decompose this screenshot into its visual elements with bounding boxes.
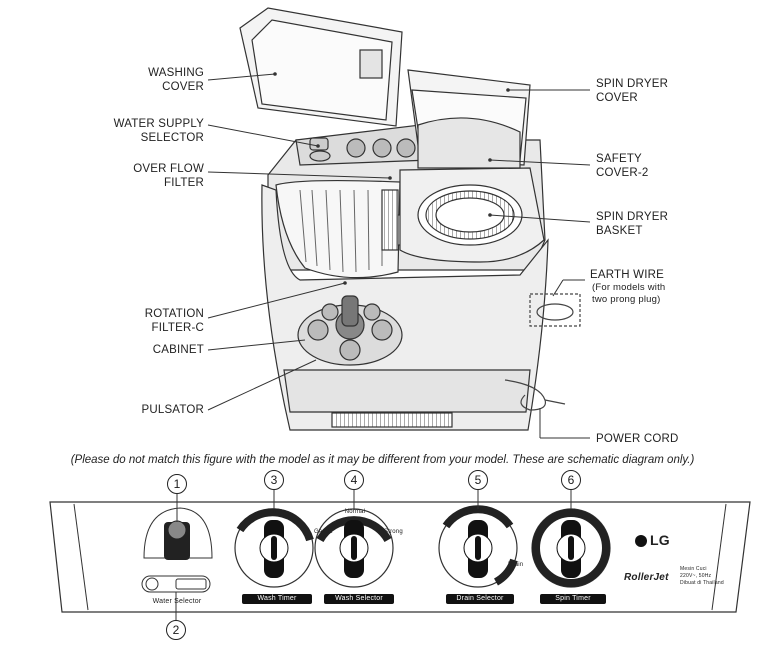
wash-timer-dial[interactable] — [234, 508, 314, 588]
callout-4: 4 — [344, 470, 364, 490]
pulsator-label: PULSATOR — [141, 404, 204, 416]
earth-wire-label: EARTH WIRE — [590, 269, 664, 281]
power-cord-label: POWER CORD — [596, 433, 679, 445]
drain-selector-dial[interactable] — [438, 505, 518, 588]
spin-timer-dial[interactable] — [531, 508, 611, 588]
diagram-disclaimer: (Please do not match this figure with th… — [70, 454, 695, 466]
wash-timer-label: Wash Timer — [257, 595, 297, 602]
callout-5: 5 — [468, 470, 488, 490]
callout-6: 6 — [561, 470, 581, 490]
wash-selector-strong: Strong — [384, 529, 403, 535]
callout-3: 3 — [264, 470, 284, 490]
drain-wash-rinse: Wash Rinse — [462, 509, 498, 515]
callout-2: 2 — [166, 620, 186, 640]
leader-lines — [207, 73, 591, 439]
lg-logo-icon — [635, 535, 647, 547]
callout-1: 1 — [167, 474, 187, 494]
drain-selector-label: Drain Selector — [456, 595, 504, 602]
product-name: RollerJet — [624, 572, 669, 583]
leader-dots — [273, 72, 510, 285]
wash-selector-dial[interactable] — [314, 508, 394, 588]
spin-timer-label: Spin Timer — [555, 595, 591, 602]
drain-drain: Drain — [508, 562, 524, 568]
wash-timer-off: Off — [269, 509, 279, 515]
wash-selector-gentle: Gentle — [314, 529, 333, 535]
machine-illustration — [239, 7, 581, 431]
spin-timer-off: Off — [566, 509, 576, 515]
water-selector-label: Water Selector — [152, 598, 202, 605]
wash-selector-normal: Normal — [344, 509, 366, 515]
brand-logo: LG — [650, 532, 670, 548]
wash-selector-label: Wash Selector — [335, 595, 383, 602]
control-panel — [49, 488, 751, 620]
cabinet-label: CABINET — [152, 344, 204, 356]
